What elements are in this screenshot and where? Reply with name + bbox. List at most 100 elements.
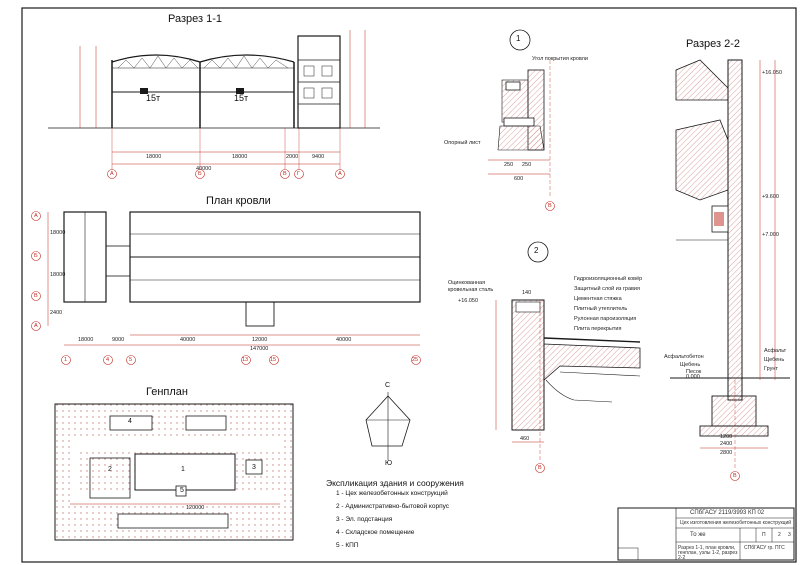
section-1-dim: 18000 bbox=[146, 154, 162, 160]
roof-plan-drawing bbox=[47, 211, 421, 346]
node-2-layer: Плитный утеплитель bbox=[574, 306, 628, 312]
roof-plan-dim: 12000 bbox=[252, 337, 268, 343]
axis-label: А bbox=[110, 171, 114, 177]
node-2-layer: Плита перекрытия bbox=[574, 326, 622, 332]
node-1-dim: 250 bbox=[522, 162, 532, 168]
compass-rose bbox=[365, 392, 411, 460]
axis-label: Г bbox=[297, 171, 300, 177]
callout-1: 1 bbox=[516, 34, 521, 43]
node-2-drawing bbox=[495, 241, 641, 460]
axis-label: 1 bbox=[64, 357, 68, 363]
explication-item: 2 - Административно-бытовой корпус bbox=[336, 503, 450, 510]
section-2-label: Песок bbox=[686, 369, 702, 375]
node-2-dim: 140 bbox=[522, 290, 532, 296]
stamp-project: Цех изготовления железобетонных конструк… bbox=[680, 520, 792, 526]
node-1-left-label: Опорный лист bbox=[444, 140, 481, 146]
callout-2: 2 bbox=[534, 246, 539, 255]
roof-plan-side-dim: 18000 bbox=[50, 230, 66, 236]
node-2-layer: Гидроизоляционный ковёр bbox=[574, 276, 643, 282]
section-2-dim: 2800 bbox=[720, 450, 733, 456]
axis-label: А bbox=[34, 323, 38, 329]
explication-item: 4 - Складское помещение bbox=[336, 529, 415, 536]
stamp-sheets: 3 bbox=[788, 532, 791, 538]
axis-label: Б bbox=[34, 253, 38, 259]
axis-label: В bbox=[538, 465, 542, 471]
section-1-1-drawing bbox=[48, 30, 380, 170]
site-plan-dim: 120000 bbox=[186, 505, 205, 511]
building-number: 1 bbox=[181, 466, 185, 473]
node-1-dim: 250 bbox=[504, 162, 514, 168]
section-2-elevation: 0.000 bbox=[686, 374, 700, 380]
site-plan-drawing bbox=[54, 403, 294, 541]
roof-plan-subdim: 147000 bbox=[250, 346, 269, 352]
section-1-dim: 18000 bbox=[232, 154, 248, 160]
axis-label: А bbox=[338, 171, 342, 177]
node-2-left-label: Оцинкованная кровельная сталь bbox=[448, 280, 494, 293]
roof-plan-dim: 40000 bbox=[336, 337, 352, 343]
compass-north: С bbox=[385, 382, 391, 389]
roof-plan-dim: 18000 bbox=[78, 337, 94, 343]
axis-label: 13 bbox=[242, 357, 249, 363]
section-2-dim: 2400 bbox=[720, 441, 733, 447]
section-2-label: Асфальтобетон bbox=[664, 354, 704, 360]
axis-label: 15 bbox=[270, 357, 277, 363]
section-2-elevation: +7.000 bbox=[762, 232, 779, 238]
axis-label: Б bbox=[198, 171, 202, 177]
explication-item: 5 - КПП bbox=[336, 542, 359, 549]
crane-label-right: 15т bbox=[234, 93, 249, 103]
stamp-sheet: 2 bbox=[778, 532, 781, 538]
node-1-top-label: Угол покрытия кровли bbox=[532, 56, 588, 62]
building-number: 5 bbox=[180, 487, 184, 494]
section-2-label: Щебень bbox=[764, 357, 785, 363]
section-1-dim: 2000 bbox=[286, 154, 299, 160]
axis-label: В bbox=[283, 171, 287, 177]
stamp-sheet-label: То же bbox=[690, 532, 706, 538]
node-1-dim: 600 bbox=[514, 176, 524, 182]
building-number: 3 bbox=[252, 464, 256, 471]
explication-title: Экспликация здания и сооружения bbox=[326, 478, 464, 488]
axis-label: 5 bbox=[129, 357, 133, 363]
title-block bbox=[617, 507, 795, 561]
axis-label: В bbox=[548, 203, 552, 209]
stamp-org: СПбГАСУ гр. ПГС bbox=[744, 545, 785, 551]
axis-label: 4 bbox=[106, 357, 110, 363]
node-2-elevation: +16.050 bbox=[458, 298, 479, 304]
section-2-label: Щебень bbox=[680, 362, 701, 368]
roof-plan-side-dim: 18000 bbox=[50, 272, 66, 278]
section-2-dim: 1200 bbox=[720, 434, 733, 440]
section-1-1-title: Разрез 1-1 bbox=[168, 13, 223, 25]
stamp-sheet-title: Разрез 1-1, план кровли, генплан, узлы 1… bbox=[678, 545, 738, 561]
site-plan-title: Генплан bbox=[146, 386, 188, 398]
roof-plan-dim: 9000 bbox=[112, 337, 125, 343]
section-1-overall-dim: 40000 bbox=[196, 166, 212, 172]
axis-label: В bbox=[34, 293, 38, 299]
axis-label: В bbox=[733, 473, 737, 479]
roof-plan-dim: 40000 bbox=[180, 337, 196, 343]
explication-item: 3 - Эл. подстанция bbox=[336, 516, 393, 523]
stamp-stage: П bbox=[762, 532, 766, 538]
roof-plan-side-dim: 2400 bbox=[50, 310, 63, 316]
node-2-layer: Цементная стяжка bbox=[574, 296, 622, 302]
compass-south: Ю bbox=[385, 460, 393, 467]
building-number: 4 bbox=[128, 418, 132, 425]
node-2-layer: Рулонная пароизоляция bbox=[574, 316, 637, 322]
axis-label: А bbox=[34, 213, 38, 219]
sheet-frame bbox=[21, 7, 797, 563]
axis-label: 25 bbox=[412, 357, 419, 363]
section-2-label: Грунт bbox=[764, 366, 778, 372]
crane-label-left: 15т bbox=[146, 93, 161, 103]
section-2-elevation: +9.600 bbox=[762, 194, 779, 200]
node-2-layer: Защитный слой из гравия bbox=[574, 286, 640, 292]
explication-item: 1 - Цех железобетонных конструкций bbox=[336, 490, 448, 497]
section-2-2-title: Разрез 2-2 bbox=[686, 38, 741, 50]
node-1-drawing bbox=[488, 29, 551, 198]
section-1-dim: 9400 bbox=[312, 154, 325, 160]
node-2-dim: 460 bbox=[520, 436, 530, 442]
stamp-code: СПбГАСУ 2119/3993 КП 02 bbox=[690, 510, 765, 516]
roof-plan-title: План кровли bbox=[206, 195, 271, 207]
section-2-2-drawing bbox=[670, 59, 790, 470]
section-2-label: Асфальт bbox=[764, 348, 787, 354]
building-number: 2 bbox=[108, 466, 112, 473]
section-2-elevation: +16.050 bbox=[762, 70, 783, 76]
